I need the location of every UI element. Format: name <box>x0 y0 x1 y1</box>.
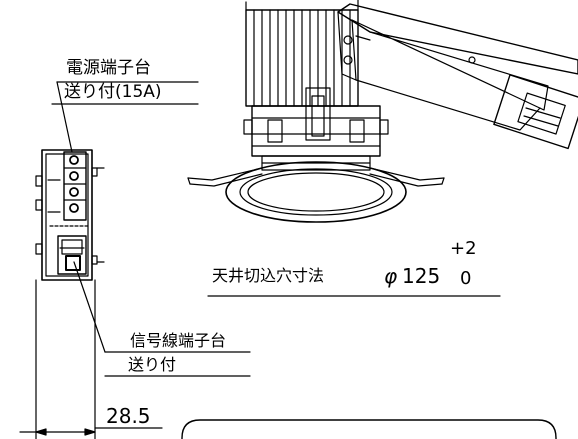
power-terminal-title: 電源端子台 <box>66 58 151 78</box>
signal-terminal-title: 信号線端子台 <box>130 331 227 350</box>
note-box <box>181 419 557 439</box>
power-supply-unit <box>337 3 578 150</box>
leader-power-terminal <box>51 81 199 153</box>
leader-signal-terminal <box>73 261 251 377</box>
ceiling-cut-label: 天井切込穴寸法 <box>212 266 325 285</box>
ceiling-cut-value: 125 <box>402 264 441 288</box>
ceiling-cut-tolerance-lower: 0 <box>460 268 472 289</box>
ceiling-cut-symbol: φ <box>384 264 398 288</box>
width-dimension-value: 28.5 <box>106 404 151 428</box>
terminal-box <box>35 149 105 281</box>
power-terminal-subtitle: 送り付(15A) <box>64 82 162 102</box>
downlight-body <box>187 0 445 223</box>
width-dimension-lines <box>19 279 163 439</box>
signal-terminal-subtitle: 送り付 <box>128 355 177 374</box>
ceiling-cut-tolerance-upper: +2 <box>450 238 477 259</box>
